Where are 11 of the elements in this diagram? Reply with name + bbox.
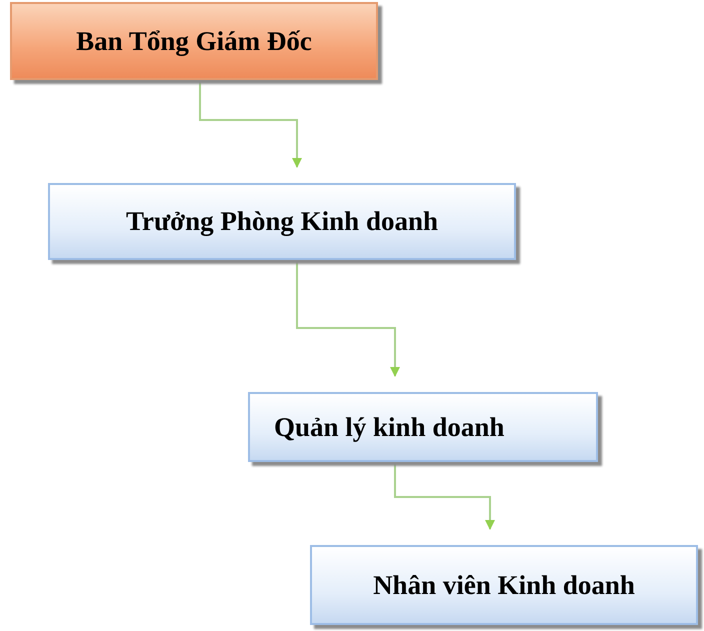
org-box [48,183,516,260]
org-box [10,2,378,80]
box-label: Quản lý kinh doanh [274,410,504,444]
box-label: Ban Tổng Giám Đốc [76,24,312,58]
org-box [248,392,598,462]
org-box [310,545,698,625]
box-label: Nhân viên Kinh doanh [373,568,635,602]
box-label: Trưởng Phòng Kinh doanh [126,205,438,238]
elbow-arrow [394,462,495,530]
elbow-arrow [199,80,302,168]
elbow-arrow [296,260,400,377]
